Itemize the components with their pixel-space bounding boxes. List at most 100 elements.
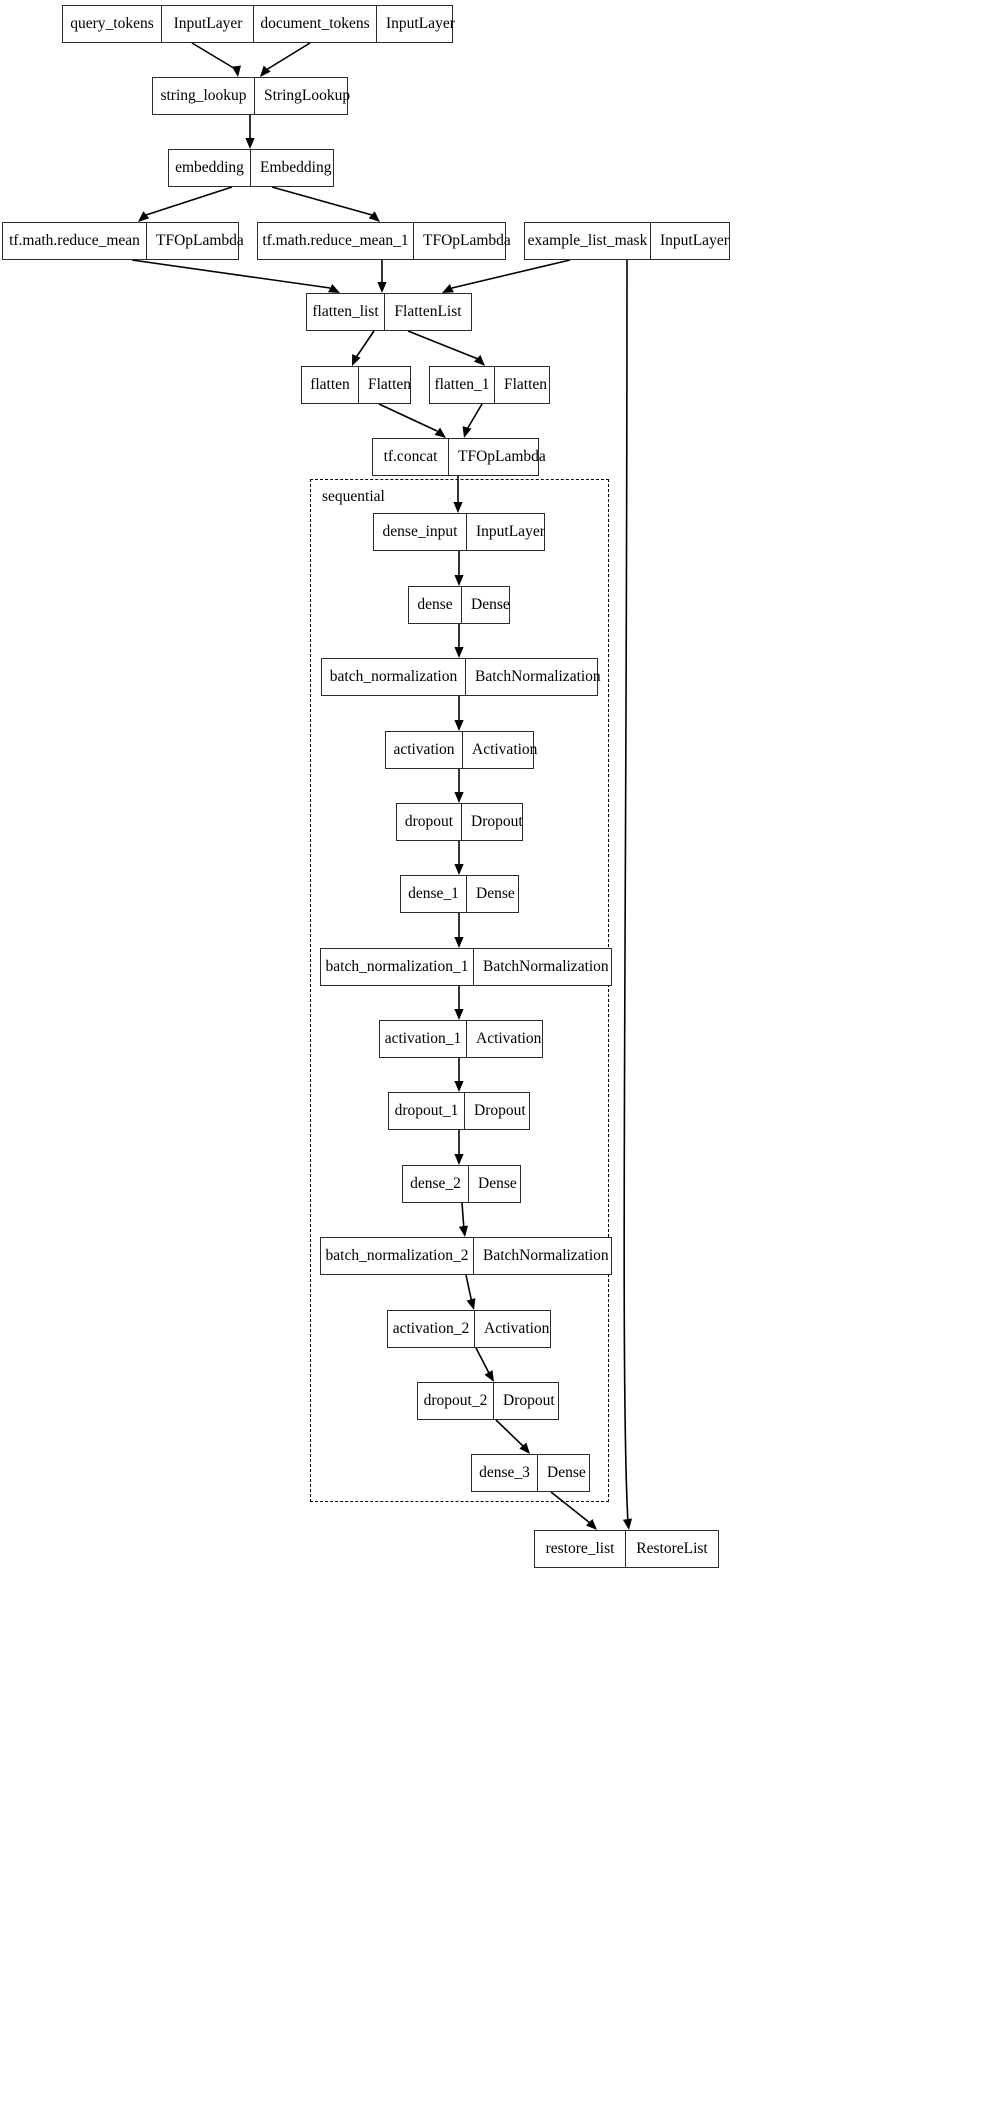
layer-name-dense_1: dense_1 — [408, 885, 459, 903]
arrowhead-embedding-to-tf.math.reduce_mean — [138, 211, 150, 222]
layer-name-dropout: dropout — [404, 813, 454, 831]
layer-type-dropout: Dropout — [461, 804, 532, 840]
layer-type-string_lookup: StringLookup — [254, 78, 359, 114]
layer-name-flatten_1: flatten_1 — [434, 376, 490, 394]
layer-type-dense_1: Dense — [466, 876, 524, 912]
layer-type-flatten: Flatten — [358, 367, 420, 403]
layer-type-dropout_1: Dropout — [464, 1093, 535, 1129]
layer-type-example_list_mask: InputLayer — [650, 223, 738, 259]
arrowhead-tf.math.reduce_mean_1-to-flatten_list — [377, 282, 387, 293]
layer-name-tf.math.reduce_mean: tf.math.reduce_mean — [9, 232, 140, 250]
layer-type-batch_normalization_2: BatchNormalization — [473, 1238, 618, 1274]
layer-name-batch_normalization_2: batch_normalization_2 — [325, 1247, 469, 1265]
layer-type-tf.concat: TFOpLambda — [448, 439, 555, 475]
layer-name-string_lookup: string_lookup — [160, 87, 247, 105]
layer-name-dropout_1: dropout_1 — [394, 1102, 459, 1120]
layer-type-batch_normalization: BatchNormalization — [465, 659, 610, 695]
layer-node-restore_list[interactable]: restore_list RestoreList — [534, 1530, 719, 1568]
edge-flatten_list-to-flatten — [354, 330, 375, 360]
layer-type-restore_list: RestoreList — [625, 1531, 718, 1567]
layer-name-embedding: embedding — [175, 159, 244, 177]
arrowhead-example_list_mask-to-flatten_list — [442, 283, 454, 293]
layer-name-dropout_2: dropout_2 — [423, 1392, 488, 1410]
edge-query_tokens-to-string_lookup — [191, 42, 238, 71]
edge-example_list_mask-to-flatten_list — [451, 259, 571, 289]
layer-type-activation_1: Activation — [466, 1021, 550, 1057]
layer-type-activation_2: Activation — [474, 1311, 558, 1347]
layer-type-activation: Activation — [462, 732, 546, 768]
arrowhead-tf.math.reduce_mean-to-flatten_list — [328, 283, 340, 293]
layer-type-tf.math.reduce_mean_1: TFOpLambda — [413, 223, 520, 259]
layer-name-dense_input: dense_input — [382, 523, 458, 541]
layer-type-flatten_list: FlattenList — [384, 294, 471, 330]
layer-node-flatten_list[interactable]: flatten_list FlattenList — [306, 293, 472, 331]
arrowhead-dense_3-to-restore_list — [585, 1518, 597, 1530]
layer-name-query_tokens: query_tokens — [70, 15, 154, 33]
arrowhead-query_tokens-to-string_lookup — [231, 65, 241, 77]
layer-name-batch_normalization: batch_normalization — [329, 668, 458, 686]
edge-document_tokens-to-string_lookup — [265, 42, 311, 71]
layer-name-example_list_mask: example_list_mask — [527, 232, 648, 250]
layer-type-dense_input: InputLayer — [466, 514, 554, 550]
arrowhead-embedding-to-tf.math.reduce_mean_1 — [368, 211, 380, 222]
layer-type-dropout_2: Dropout — [493, 1383, 564, 1419]
layer-name-dense_3: dense_3 — [479, 1464, 530, 1482]
layer-name-batch_normalization_1: batch_normalization_1 — [325, 958, 469, 976]
edge-flatten-to-tf.concat — [378, 403, 438, 432]
edge-tf.math.reduce_mean-to-flatten_list — [131, 259, 331, 289]
layer-type-tf.math.reduce_mean: TFOpLambda — [146, 223, 253, 259]
layer-name-tf.math.reduce_mean_1: tf.math.reduce_mean_1 — [262, 232, 409, 250]
layer-name-dense_2: dense_2 — [410, 1175, 461, 1193]
layer-name-activation_1: activation_1 — [384, 1030, 462, 1048]
layer-name-tf.concat: tf.concat — [383, 448, 438, 466]
layer-name-restore_list: restore_list — [545, 1540, 615, 1558]
layer-name-activation_2: activation_2 — [392, 1320, 470, 1338]
cluster-sequential — [310, 479, 609, 1502]
arrowhead-string_lookup-to-embedding — [245, 138, 255, 149]
arrowhead-flatten_1-to-tf.concat — [462, 426, 472, 438]
edge-embedding-to-tf.math.reduce_mean_1 — [271, 186, 373, 216]
layer-name-activation: activation — [393, 741, 455, 759]
layer-type-batch_normalization_1: BatchNormalization — [473, 949, 618, 985]
arrowhead-flatten-to-tf.concat — [434, 427, 446, 438]
layer-type-document_tokens: InputLayer — [376, 6, 464, 42]
layer-type-embedding: Embedding — [250, 150, 340, 186]
layer-name-flatten: flatten — [310, 376, 350, 394]
layer-name-dense: dense — [417, 596, 453, 614]
arrowhead-example_list_mask-to-restore_list — [622, 1518, 632, 1530]
layer-name-flatten_list: flatten_list — [312, 303, 379, 321]
arrowhead-flatten_list-to-flatten_1 — [473, 354, 485, 366]
arrowhead-document_tokens-to-string_lookup — [260, 65, 271, 77]
layer-type-dense: Dense — [461, 587, 519, 623]
edge-example_list_mask-to-restore_list — [623, 259, 629, 1524]
layer-type-flatten_1: Flatten — [494, 367, 556, 403]
edge-flatten_1-to-tf.concat — [465, 403, 483, 432]
edge-flatten_list-to-flatten_1 — [407, 330, 479, 360]
cluster-label-sequential: sequential — [322, 488, 385, 505]
